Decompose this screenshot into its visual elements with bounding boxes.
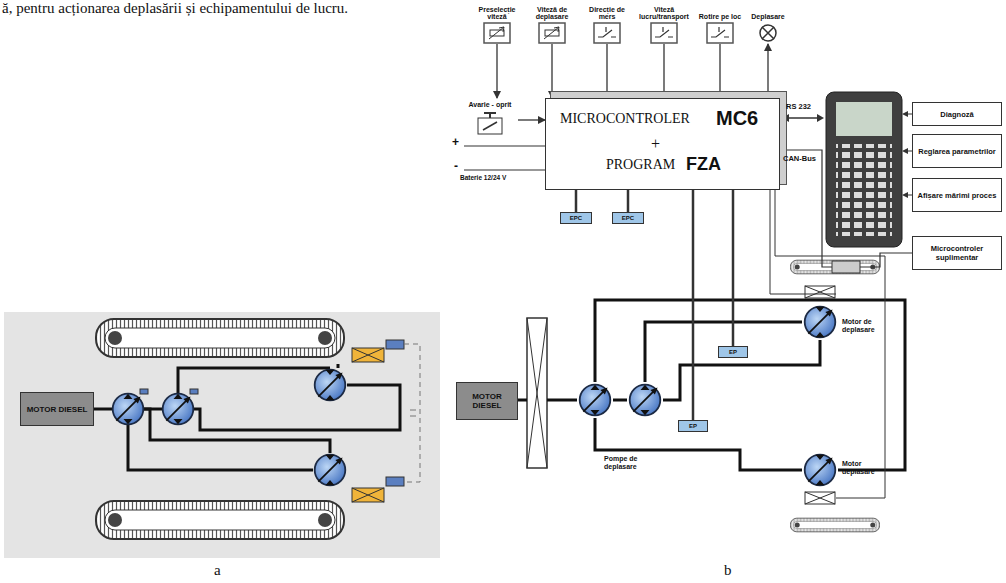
input-switch: Preselecție viteză (470, 4, 524, 44)
node-label: Rotire pe loc (694, 4, 746, 20)
input-switch: Viteză de deplasare (525, 4, 579, 44)
connector (732, 190, 735, 346)
node-label: Reglarea parametrilor (918, 147, 996, 156)
part-label: RS 232 (786, 103, 811, 111)
part-label: - (454, 160, 458, 173)
input-switch: Viteză lucru/transport (635, 4, 693, 44)
text-line: ă, pentru acționarea deplasării și echip… (2, 0, 348, 17)
sw-symbol (705, 22, 735, 44)
connector (692, 190, 695, 420)
connector (719, 44, 720, 98)
node-label: Preselecție viteză (470, 4, 524, 20)
connector (496, 44, 497, 98)
input-switch: Direcție de mers (580, 4, 634, 44)
function-box: Reglarea parametrilor (912, 134, 1002, 168)
sw-symbol (592, 22, 622, 44)
node-label: Direcție de mers (580, 4, 634, 20)
engine-box: MOTOR DIESEL (20, 392, 94, 426)
part-label: + (452, 136, 459, 149)
node-label: EPC (570, 215, 582, 221)
node-label: EP (729, 349, 737, 355)
node-label: Viteză de deplasare (525, 4, 579, 20)
valve-box: EPC (560, 212, 592, 224)
input-switch: Avarie - oprit (462, 92, 518, 136)
node-label: Diagnoză (940, 110, 973, 119)
part-label: Motor de deplasare (842, 318, 886, 333)
node-label: PROGRAM (606, 157, 675, 172)
node-label: MOTOR DIESEL (27, 405, 88, 414)
input-switch: Rotire pe loc (694, 4, 746, 44)
lamp-symbol (753, 22, 783, 44)
sw-symbol (649, 22, 679, 44)
part-label: CAN-Bus (783, 155, 816, 163)
valve-box: EP (718, 346, 748, 358)
figure-letter: b (724, 562, 732, 579)
connector (606, 44, 607, 98)
valve-box: EPC (612, 212, 644, 224)
node-label: MICROCONTROLER (560, 111, 690, 126)
connector (551, 44, 552, 98)
connector (627, 190, 630, 212)
node-label: Avarie - oprit (462, 92, 518, 108)
stop-symbol (475, 110, 505, 136)
part-label: Baterie 12/24 V (460, 174, 506, 181)
node-label: MC6 (716, 107, 758, 129)
controller-box: MICROCONTROLER MC6 + PROGRAM FZA (545, 98, 780, 190)
function-box: Diagnoză (912, 102, 1002, 126)
node-label: Deplasare (748, 4, 788, 20)
pot-symbol (537, 22, 567, 44)
node-label: EP (689, 423, 697, 429)
node-label: EPC (622, 215, 634, 221)
engine-box: MOTOR DIESEL (456, 382, 518, 420)
connector (767, 44, 768, 98)
indicator-lamp: Deplasare (748, 4, 788, 44)
part-label: Motor deplasare (842, 460, 886, 475)
node-label: MOTOR DIESEL (457, 392, 517, 410)
part-label: Pompe de deplasare (604, 455, 644, 470)
pot-symbol (482, 22, 512, 44)
function-box: Afișare mărimi proces (912, 178, 1002, 212)
function-box: Microcontroler suplimentar (912, 236, 1002, 270)
node-label: Afișare mărimi proces (918, 191, 997, 200)
figure-letter: a (214, 562, 221, 579)
connector (663, 44, 664, 98)
connector (518, 119, 545, 120)
node-label: Microcontroler suplimentar (915, 244, 999, 262)
node-label: + (651, 135, 660, 153)
node-label: Viteză lucru/transport (635, 4, 693, 20)
connector (575, 190, 578, 212)
node-label: FZA (686, 155, 721, 175)
valve-box: EP (678, 420, 708, 432)
